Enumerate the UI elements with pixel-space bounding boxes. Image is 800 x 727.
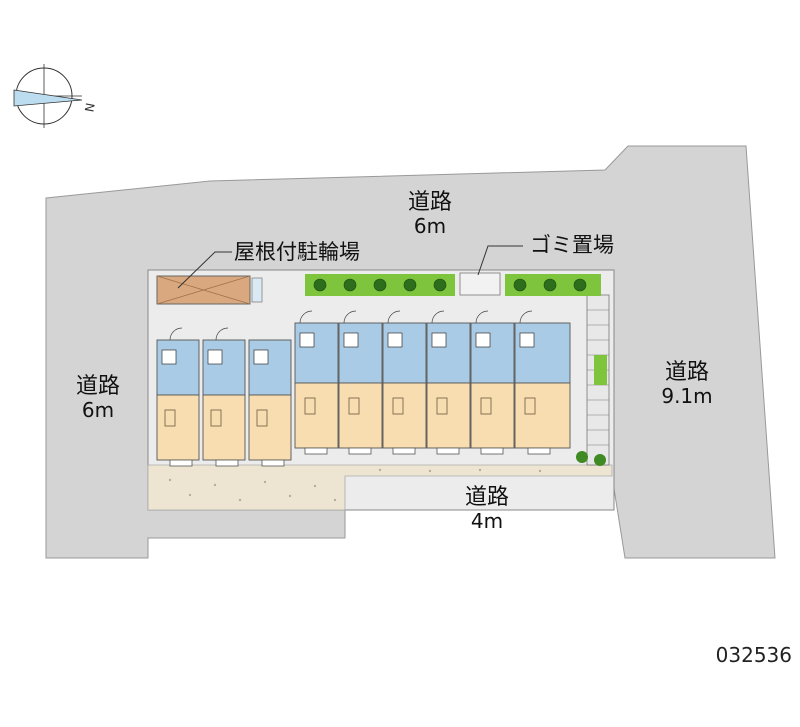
road-north-width: 6m [413, 214, 447, 239]
bike-parking-label: 屋根付駐輪場 [234, 240, 360, 264]
bike-parking-leader [177, 251, 232, 289]
compass: N [13, 64, 98, 128]
compass-north-letter: N [82, 102, 97, 113]
property-code: 032536 [715, 643, 792, 667]
garbage-leader [477, 245, 523, 276]
garbage-area-label: ゴミ置場 [530, 233, 614, 257]
road-label-west: 道路 6m [63, 374, 133, 422]
road-label-north: 道路 6m [395, 190, 465, 238]
road-label-south: 道路 4m [452, 485, 522, 533]
road-south-width: 4m [470, 509, 504, 534]
road-west-width: 6m [81, 398, 115, 423]
road-north-name: 道路 [407, 190, 452, 215]
road-west-name: 道路 [75, 374, 120, 399]
apartment-building [156, 322, 571, 461]
road-east-name: 道路 [664, 360, 709, 385]
road-east-width: 9.1m [661, 384, 713, 409]
paving-area [147, 464, 613, 511]
road-south-name: 道路 [464, 485, 509, 510]
road-label-east: 道路 9.1m [647, 360, 727, 408]
garbage-area [459, 272, 501, 296]
green-strip-east [594, 355, 607, 385]
